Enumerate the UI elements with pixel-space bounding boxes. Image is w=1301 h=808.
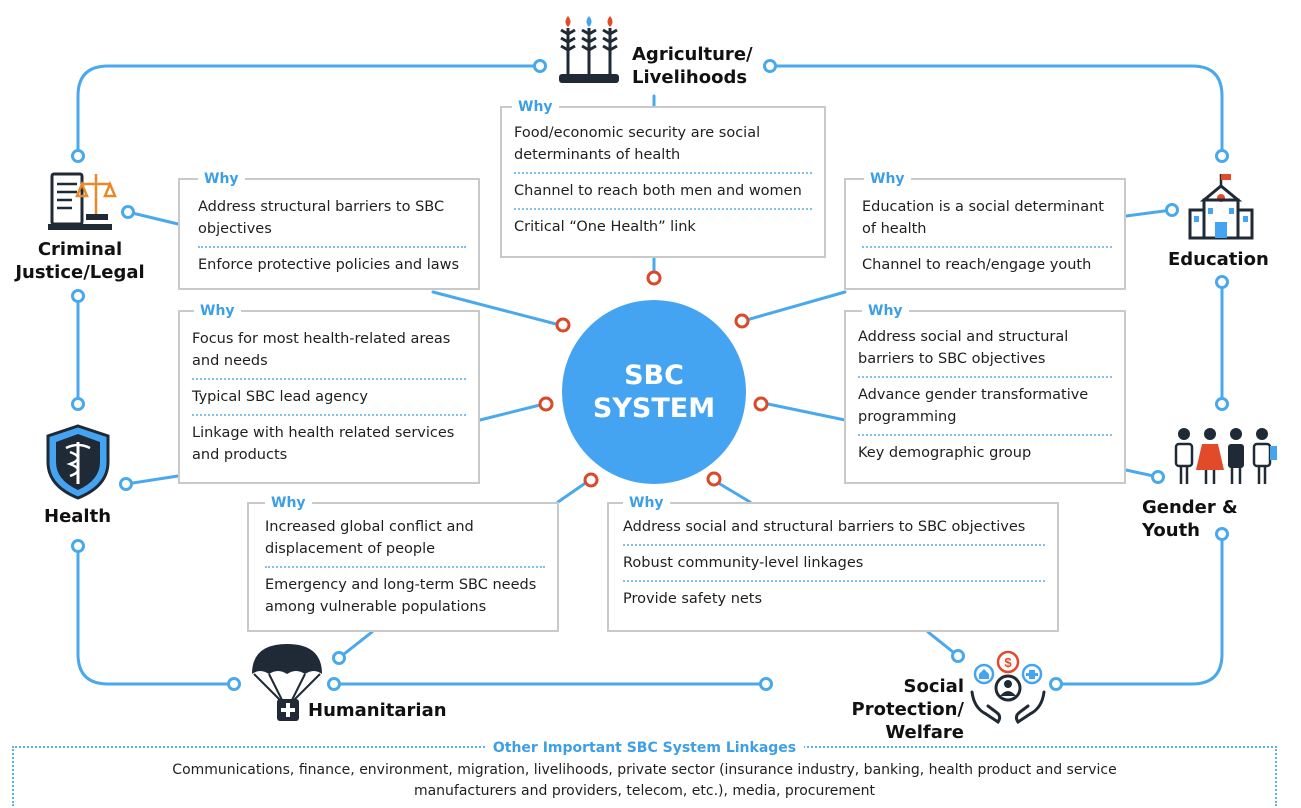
why-label: Why	[864, 170, 911, 188]
wheat-icon	[559, 16, 619, 83]
sbc-system-hub: SBC SYSTEM	[562, 300, 746, 484]
health-label: Health	[44, 506, 112, 527]
health-shield-icon	[46, 424, 110, 500]
box-item: Address social and structural barriers t…	[623, 519, 1026, 535]
why-label: Why	[198, 170, 245, 188]
box-item: Food/economic security are social determ…	[514, 125, 761, 163]
criminal-justice-label-line1: Criminal	[37, 239, 123, 260]
box-item: Education is a social determinant of hea…	[862, 199, 1104, 237]
other-linkages-text: Communications, finance, environment, mi…	[14, 760, 1275, 802]
divider	[623, 580, 1045, 582]
box-item: Robust community-level linkages	[623, 555, 864, 571]
divider	[514, 208, 812, 210]
family-icon	[1174, 428, 1277, 484]
other-linkages-line2: manufacturers and providers, telecom, et…	[413, 783, 876, 799]
agriculture-label: Agriculture/ Livelihoods	[632, 43, 753, 89]
parachute-icon	[252, 644, 322, 701]
box-item: Provide safety nets	[623, 591, 763, 607]
why-label: Why	[623, 494, 670, 512]
why-label: Why	[862, 302, 909, 320]
social-protection-label: Social Protection/ Welfare	[786, 675, 964, 744]
box-item: Critical “One Health” link	[514, 219, 696, 235]
health-why-box: Why Focus for most health-related areas …	[178, 302, 480, 484]
other-linkages-title: Other Important SBC System Linkages	[484, 740, 805, 756]
other-linkages-title-wrap: Other Important SBC System Linkages	[14, 737, 1275, 756]
other-linkages-line1: Communications, finance, environment, mi…	[172, 762, 1117, 778]
scales-of-justice-icon	[48, 172, 117, 230]
box-item: Linkage with health related services and…	[192, 425, 455, 463]
social-protection-why-box: Why Address social and structural barrie…	[607, 494, 1059, 632]
agriculture-label-line2: Livelihoods	[632, 67, 748, 88]
divider	[862, 246, 1112, 248]
box-item: Enforce protective policies and laws	[198, 257, 460, 273]
divider	[198, 246, 466, 248]
hub-line-2: SYSTEM	[592, 393, 716, 424]
criminal-justice-label: Criminal Justice/Legal	[12, 238, 148, 284]
criminal-justice-label-line2: Justice/Legal	[15, 262, 145, 283]
agriculture-why-box: Why Food/economic security are social de…	[500, 98, 826, 258]
education-why-box: Why Education is a social determinant of…	[844, 170, 1126, 290]
divider	[514, 172, 812, 174]
why-label: Why	[265, 494, 312, 512]
school-icon	[1188, 174, 1254, 240]
why-label: Why	[194, 302, 241, 320]
humanitarian-label: Humanitarian	[308, 700, 447, 721]
box-item: Address social and structural barriers t…	[858, 329, 1069, 367]
divider	[265, 566, 545, 568]
humanitarian-why-box: Why Increased global conflict and displa…	[247, 494, 559, 632]
divider	[858, 434, 1112, 436]
education-label: Education	[1168, 249, 1269, 270]
social-protection-label-line2: Welfare	[885, 722, 964, 743]
box-item: Advance gender transformative programmin…	[858, 387, 1089, 425]
divider	[192, 378, 466, 380]
box-item: Typical SBC lead agency	[192, 389, 368, 405]
divider	[858, 376, 1112, 378]
box-item: Increased global conflict and displaceme…	[265, 519, 474, 557]
box-item: Emergency and long-term SBC needs among …	[265, 577, 537, 615]
agriculture-label-line1: Agriculture/	[632, 44, 753, 65]
divider	[623, 544, 1045, 546]
medical-cross-icon	[277, 699, 299, 721]
hub-line-1: SBC	[624, 360, 684, 391]
gender-youth-label: Gender & Youth	[1142, 497, 1238, 541]
criminal-justice-why-box: Why Address structural barriers to SBC o…	[178, 170, 480, 290]
gender-youth-why-box: Why Address social and structural barrie…	[844, 302, 1126, 484]
box-item: Key demographic group	[858, 445, 1032, 461]
why-label: Why	[512, 98, 559, 116]
hands-coins-icon: $	[970, 650, 1046, 724]
box-item: Address structural barriers to SBC objec…	[198, 199, 445, 237]
box-item: Channel to reach/engage youth	[862, 257, 1092, 273]
divider	[192, 414, 466, 416]
other-linkages-box: Other Important SBC System Linkages Comm…	[12, 740, 1277, 806]
svg-text:$: $	[1004, 655, 1012, 670]
box-item: Channel to reach both men and women	[514, 183, 802, 199]
social-protection-label-line1: Social Protection/	[851, 676, 964, 720]
box-item: Focus for most health-related areas and …	[192, 331, 451, 369]
